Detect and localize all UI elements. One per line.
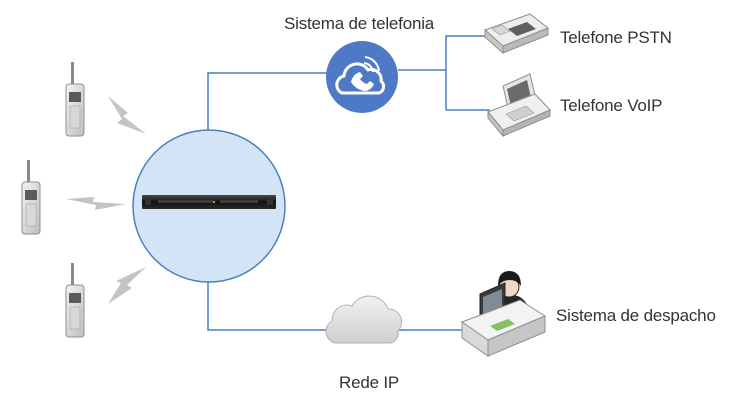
handheld-radio-icon [65, 263, 85, 338]
handheld-radio-icon [21, 160, 41, 235]
pstn-phone-label: Telefone PSTN [560, 28, 672, 47]
desk-phone-icon [484, 13, 549, 55]
link-lines [207, 35, 490, 331]
ip-phone-icon [487, 73, 551, 138]
voip-phone-label: Telefone VoIP [560, 96, 663, 115]
cloud-icon [325, 295, 403, 344]
hub-to-telephony-line [207, 72, 330, 155]
pstn-branch-line [445, 35, 486, 110]
handheld-radio-icon [65, 62, 85, 137]
dispatcher-workstation-icon [460, 271, 547, 357]
gateway-rack-icon [142, 195, 276, 209]
telephony-system-label: Sistema de telefonia [284, 14, 435, 33]
ip-network-label: Rede IP [339, 373, 400, 392]
radio-link-bolts [66, 96, 146, 304]
lightning-icon [108, 96, 146, 134]
lightning-icon [108, 267, 146, 304]
dispatch-system-label: Sistema de despacho [556, 306, 716, 325]
hub-to-network-line [207, 276, 328, 331]
cloud-phone-icon [326, 41, 398, 113]
lightning-icon [66, 197, 126, 210]
